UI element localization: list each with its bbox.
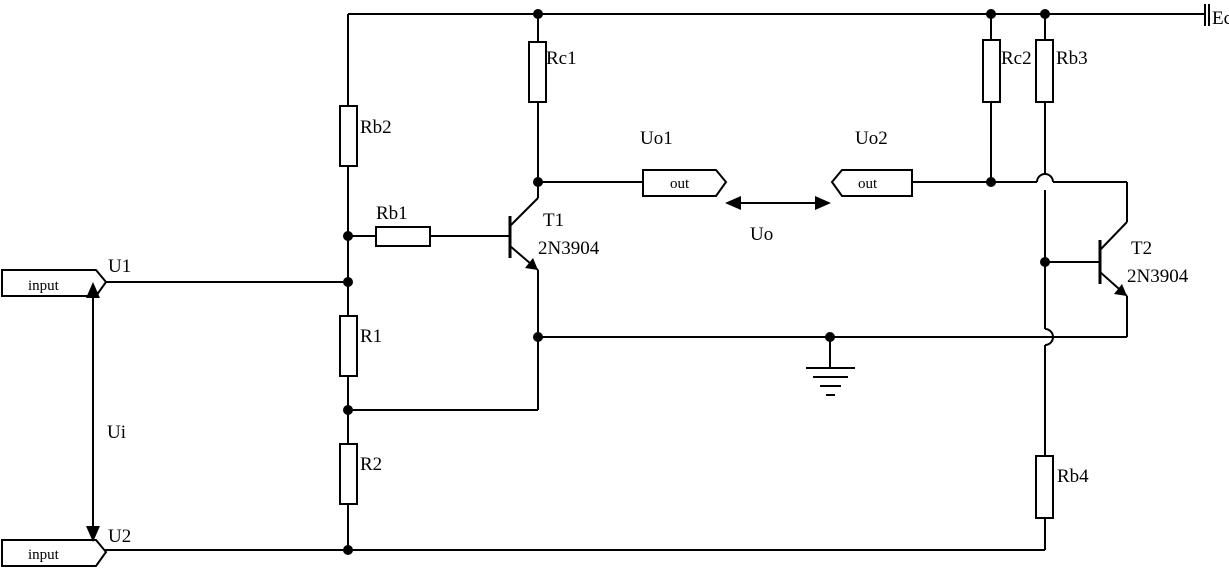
transistor-t2-name: T2 [1131, 238, 1152, 259]
output-voltage-label: Uo [750, 224, 773, 245]
input-port-u1-text: input [28, 278, 60, 294]
resistor-r2-label: R2 [360, 454, 382, 475]
resistor-rb2-label: Rb2 [360, 117, 392, 138]
resistor-rb4 [1035, 455, 1054, 519]
input-port-u1: input [1, 269, 108, 297]
output-port-uo1-label: Uo1 [640, 128, 673, 149]
resistor-rc1-label: Rc1 [546, 48, 577, 69]
input-voltage-arrow [86, 282, 100, 542]
supply-rail: Ec [348, 4, 1229, 29]
input-voltage-label: Ui [107, 422, 126, 443]
output-port-uo2: out [830, 169, 913, 197]
input-port-u2-label: U2 [108, 526, 131, 547]
transistor-t1-part: 2N3904 [538, 238, 600, 259]
transistor-t2-part: 2N3904 [1127, 266, 1189, 287]
input-port-u2-text: input [28, 547, 60, 563]
resistor-rb2 [339, 105, 358, 167]
resistor-rb4-label: Rb4 [1057, 466, 1089, 487]
ground-symbol [806, 337, 855, 396]
input-port-u2: input [1, 539, 108, 567]
resistor-r1-label: R1 [360, 326, 382, 347]
transistor-t2 [1098, 221, 1128, 297]
output-port-uo2-label: Uo2 [855, 128, 888, 149]
resistor-rc2-label: Rc2 [1001, 48, 1032, 69]
resistor-rb3 [1035, 39, 1054, 103]
resistor-rb3-label: Rb3 [1056, 48, 1088, 69]
transistor-t1-name: T1 [543, 210, 564, 231]
output-port-uo1-text: out [670, 176, 690, 192]
resistor-r1 [339, 315, 358, 377]
resistor-rb1-label: Rb1 [376, 203, 408, 224]
input-port-u1-label: U1 [108, 256, 131, 277]
resistor-r2 [339, 443, 358, 505]
output-voltage-arrow [725, 196, 831, 210]
output-port-uo1: out [642, 169, 728, 197]
resistor-rb1 [375, 226, 431, 247]
transistor-t1 [508, 197, 539, 271]
supply-label: Ec [1212, 8, 1229, 29]
resistor-rc1 [528, 41, 547, 103]
output-port-uo2-text: out [858, 176, 878, 192]
junction-dots [343, 9, 1050, 555]
resistor-rc2 [982, 39, 1001, 103]
